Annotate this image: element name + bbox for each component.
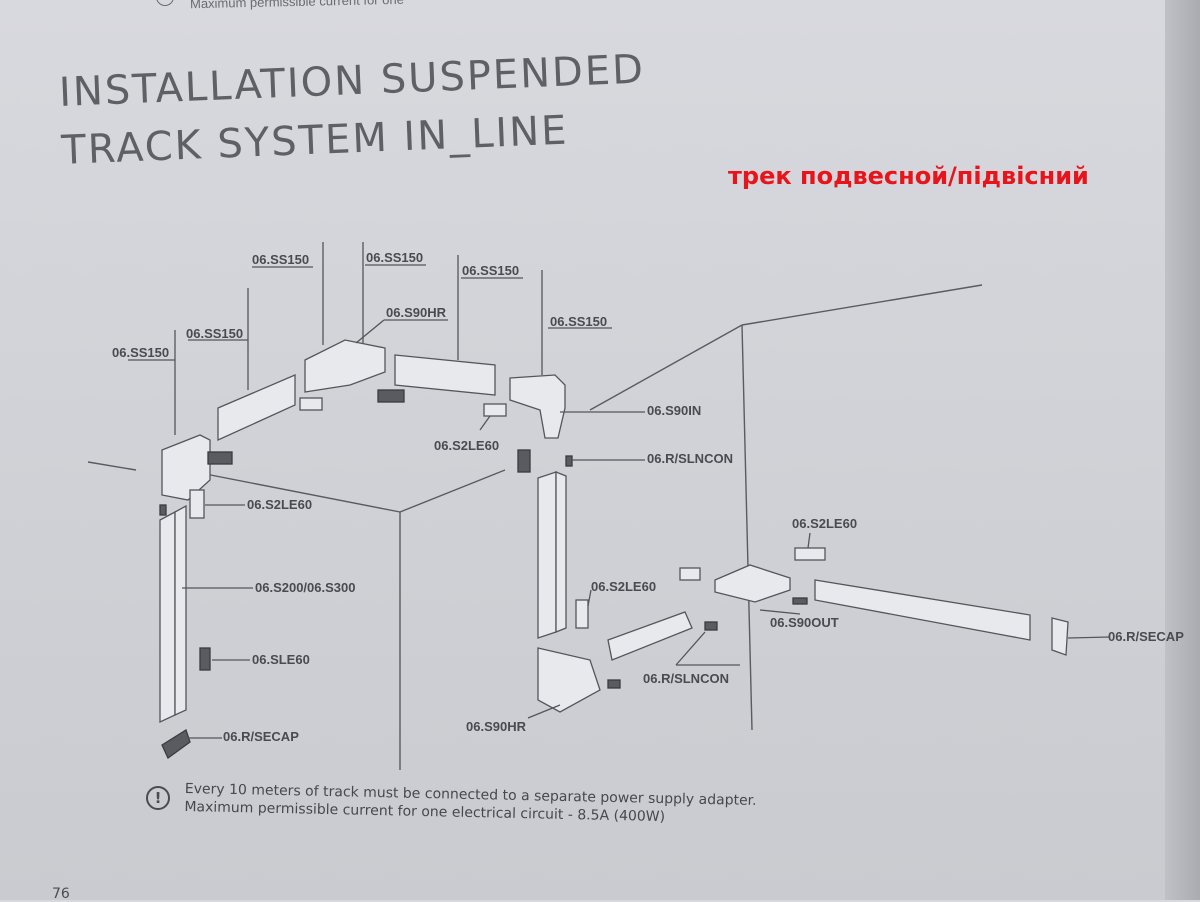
track-left-vertical (159, 489, 211, 759)
track-right-vertical (537, 471, 693, 713)
room-walls (87, 284, 983, 770)
label-ss150-d: 06.SS150 (366, 250, 423, 265)
label-rslncon-a: 06.R/SLNCON (647, 451, 733, 466)
label-s200-s300: 06.S200/06.S300 (255, 580, 355, 595)
track-left-upper (161, 339, 566, 501)
label-ss150-c: 06.SS150 (252, 252, 309, 267)
page-number: 76 (52, 886, 70, 902)
label-s2le60-d: 06.S2LE60 (792, 516, 857, 531)
label-rslncon-b: 06.R/SLNCON (643, 671, 729, 686)
track-right-horizontal (159, 455, 1069, 689)
label-ss150-b: 06.SS150 (186, 326, 243, 341)
warning-icon: ! (146, 786, 170, 810)
page-edge (1165, 0, 1200, 900)
handwritten-annotation: трек подвесной/підвісний (728, 162, 1089, 190)
label-s90in: 06.S90IN (647, 403, 701, 418)
connectors-upper (207, 389, 531, 473)
label-ss150-f: 06.SS150 (550, 314, 607, 329)
leader-lines (128, 264, 1111, 739)
label-s90hr-bottom: 06.S90HR (466, 719, 527, 734)
label-s2le60-b: 06.S2LE60 (247, 497, 312, 512)
label-ss150-a: 06.SS150 (112, 345, 169, 360)
label-rsecap-b: 06.R/SECAP (1108, 629, 1184, 644)
part-labels: 06.SS150 06.SS150 06.SS150 06.SS150 06.S… (112, 250, 1184, 744)
label-sle60: 06.SLE60 (252, 652, 310, 667)
label-s2le60-a: 06.S2LE60 (434, 438, 499, 453)
label-rsecap-a: 06.R/SECAP (223, 729, 299, 744)
suspension-cables (174, 242, 543, 435)
label-s90hr-top: 06.S90HR (386, 305, 447, 320)
label-s90out: 06.S90OUT (770, 615, 839, 630)
label-ss150-e: 06.SS150 (462, 263, 519, 278)
label-s2le60-c: 06.S2LE60 (591, 579, 656, 594)
